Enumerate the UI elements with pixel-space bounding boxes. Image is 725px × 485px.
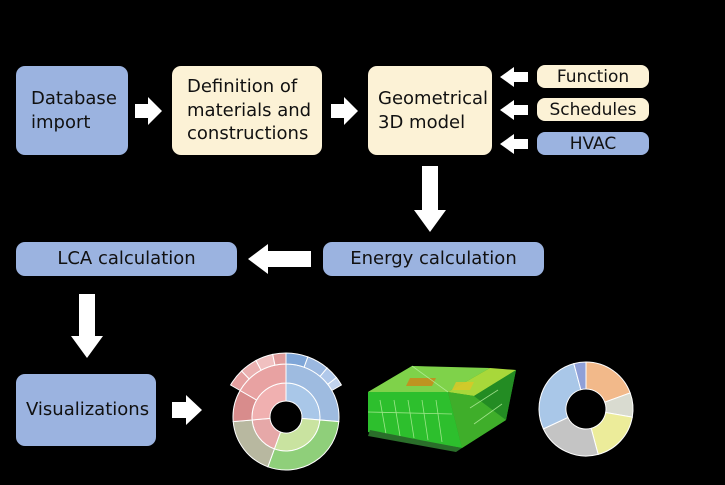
donut-segment — [538, 362, 582, 430]
arrow-visualizations-to-charts — [172, 395, 202, 425]
energy-calculation-box: Energy calculation — [323, 242, 544, 276]
database-import-label-line2: import — [31, 111, 91, 133]
arrow-energy-to-lca — [248, 244, 311, 274]
donut-segment — [590, 411, 633, 456]
database-import-label-line1: Database — [31, 88, 117, 110]
sunburst-outer-segment — [327, 376, 343, 392]
visualizations-label: Visualizations — [26, 399, 150, 421]
materials-label-line1: Definition of — [187, 76, 298, 98]
donut-chart-icon — [538, 361, 634, 457]
arrow-hvac-to-geometry — [500, 134, 528, 154]
building-3d-model-icon — [367, 365, 516, 452]
arrow-function-to-geometry — [500, 67, 528, 87]
schedules-label: Schedules — [549, 99, 637, 120]
function-label: Function — [556, 66, 630, 87]
arrow-lca-to-visualizations — [71, 294, 103, 358]
geometry-label-line1: Geometrical — [378, 88, 489, 110]
database-import-box: Database import — [16, 66, 128, 155]
arrow-materials-to-geometry — [331, 97, 358, 125]
arrow-schedules-to-geometry — [500, 100, 528, 120]
function-input: Function — [537, 65, 649, 88]
materials-label-line2: materials and — [187, 99, 312, 121]
hvac-input: HVAC — [537, 132, 649, 155]
materials-constructions-box: Definition of materials and construction… — [172, 66, 322, 155]
materials-label-line3: constructions — [187, 123, 309, 145]
schedules-input: Schedules — [537, 98, 649, 121]
sunburst-outer-segment — [272, 352, 287, 366]
energy-calculation-label: Energy calculation — [350, 248, 517, 270]
lca-calculation-box: LCA calculation — [16, 242, 237, 276]
geometrical-3d-model-box: Geometrical 3D model — [368, 66, 492, 155]
lca-calculation-label: LCA calculation — [57, 248, 196, 270]
arrow-geometry-to-energy — [414, 166, 446, 232]
arrow-database-to-materials — [135, 97, 162, 125]
sunburst-chart-icon — [229, 352, 343, 471]
hvac-label: HVAC — [569, 133, 617, 154]
visualizations-box: Visualizations — [16, 374, 156, 446]
geometry-label-line2: 3D model — [378, 111, 466, 133]
donut-segment — [573, 361, 587, 391]
